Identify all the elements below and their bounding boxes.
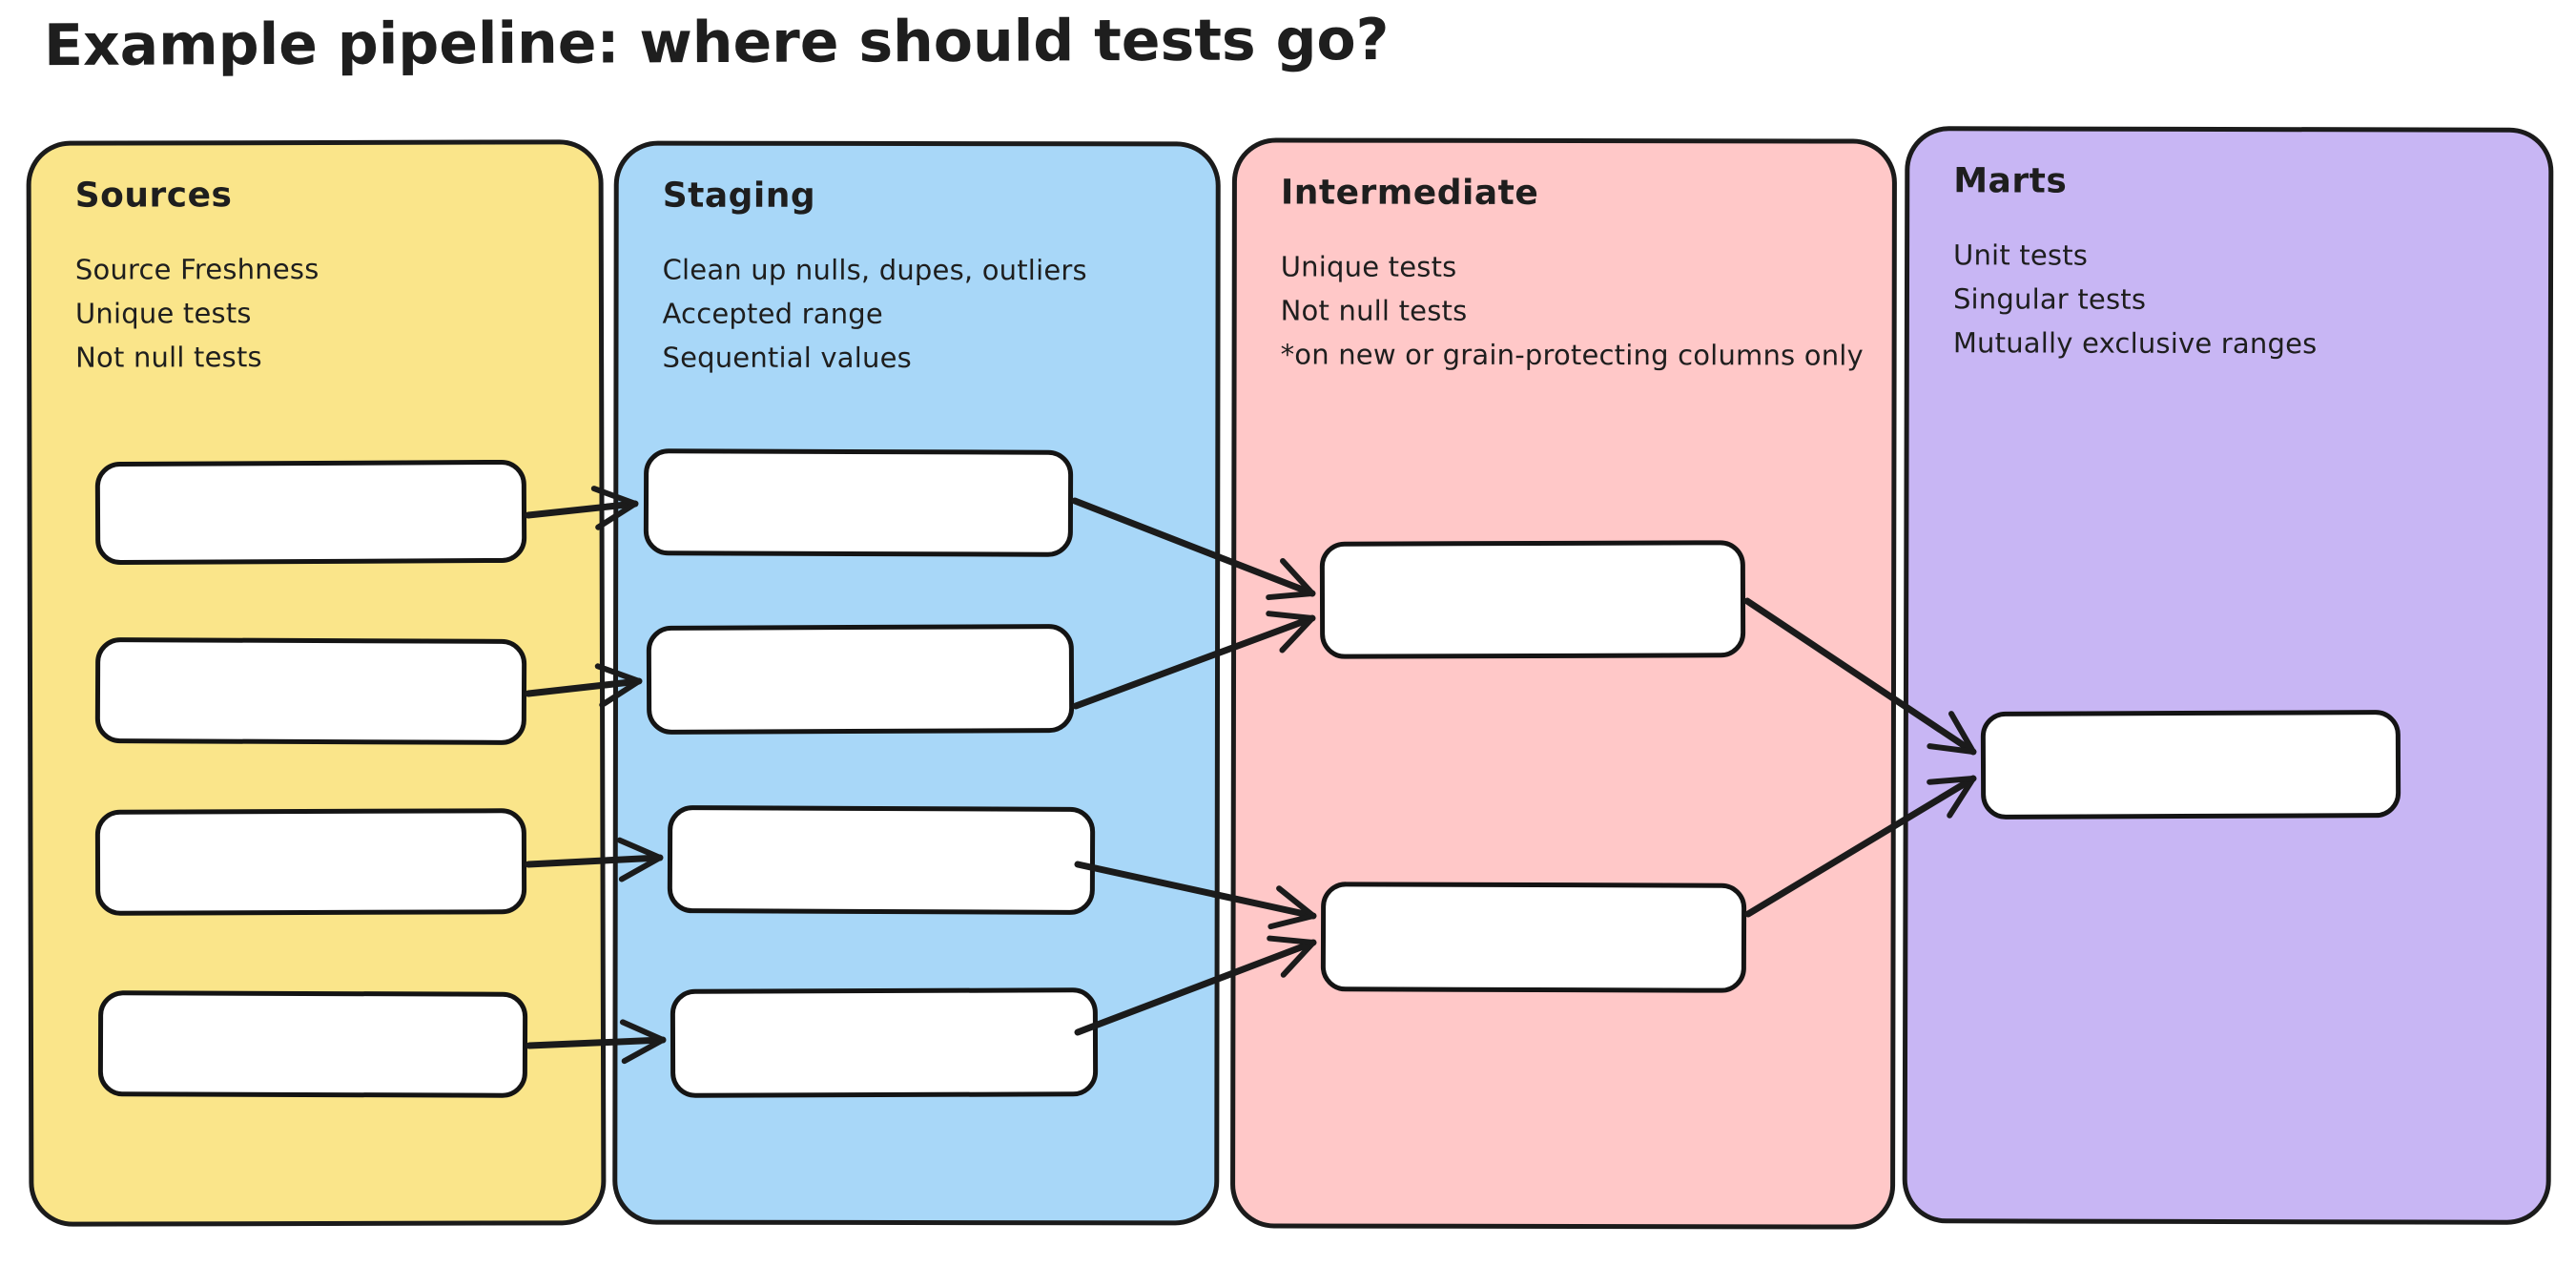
note-line: Accepted range [662, 297, 884, 330]
column-notes-staging: Clean up nulls, dupes, outliers Accepted… [662, 248, 1171, 381]
node-box-mrt-1 [1980, 710, 2401, 820]
column-notes-intermediate: Unique tests Not null tests *on new or g… [1280, 244, 1864, 377]
column-label-staging: Staging [662, 176, 816, 216]
node-box-stg-2 [646, 624, 1075, 735]
note-line: Clean up nulls, dupes, outliers [662, 253, 1087, 287]
node-box-int-2 [1320, 882, 1747, 993]
note-line: Mutually exclusive ranges [1952, 326, 2318, 361]
node-box-src-1 [94, 459, 527, 566]
column-label-sources: Sources [74, 176, 233, 216]
note-line: Source Freshness [74, 252, 319, 286]
note-line: Not null tests [75, 341, 262, 374]
column-panel-intermediate: Intermediate Unique tests Not null tests… [1230, 137, 1897, 1230]
note-line: Not null tests [1280, 294, 1468, 327]
column-panel-marts: Marts Unit tests Singular tests Mutually… [1902, 126, 2554, 1225]
diagram-title: Example pipeline: where should tests go? [43, 6, 1390, 80]
note-line: Unit tests [1953, 239, 2089, 272]
column-notes-marts: Unit tests Singular tests Mutually exclu… [1953, 233, 2504, 365]
node-box-src-4 [97, 990, 528, 1098]
node-box-stg-3 [667, 805, 1096, 915]
note-line: Unique tests [74, 297, 252, 330]
node-box-src-2 [94, 637, 527, 745]
node-box-src-3 [94, 808, 527, 916]
note-line: Singular tests [1952, 282, 2147, 316]
note-line: *on new or grain-protecting columns only [1280, 338, 1864, 372]
column-notes-sources: Source Freshness Unique tests Not null t… [75, 246, 555, 379]
column-label-marts: Marts [1953, 161, 2068, 201]
node-box-int-1 [1319, 540, 1746, 659]
node-box-stg-4 [670, 987, 1099, 1098]
column-label-intermediate: Intermediate [1280, 173, 1539, 213]
note-line: Unique tests [1280, 250, 1457, 283]
node-box-stg-1 [643, 448, 1074, 557]
note-line: Sequential values [662, 341, 912, 374]
